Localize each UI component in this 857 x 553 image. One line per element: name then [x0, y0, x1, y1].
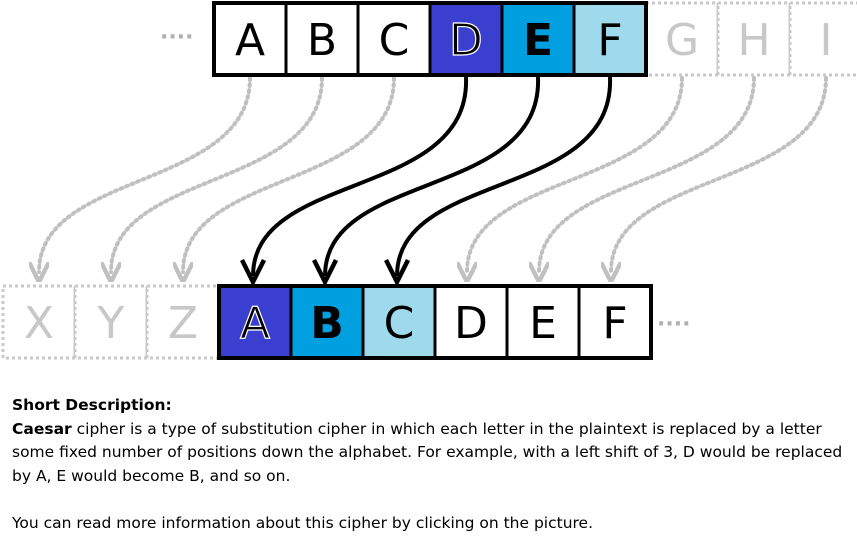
top-cell-c: C: [356, 1, 432, 77]
description-heading: Short Description:: [12, 396, 172, 414]
shift-arrow: [251, 76, 469, 277]
top-letter-g: G: [665, 15, 699, 66]
faded-arrow: [183, 76, 396, 272]
bottom-letter-b: B: [310, 298, 344, 349]
faded-arrow: [467, 76, 684, 272]
top-letter-b: B: [307, 15, 337, 66]
bottom-letter-c: C: [384, 298, 415, 349]
top-cell-e: E: [500, 1, 576, 77]
top-letter-c: C: [379, 15, 410, 66]
top-letter-h: H: [737, 15, 770, 66]
top-letter-i: I: [820, 15, 833, 66]
faded-arrow: [539, 76, 756, 272]
top-cell-h: H: [716, 1, 792, 77]
top-letter-d: D: [449, 15, 483, 66]
bottom-cell-z: Z: [145, 284, 221, 360]
shift-arrows: [239, 76, 613, 288]
bottom-letter-d: D: [454, 298, 488, 349]
top-cell-g: G: [644, 1, 720, 77]
bottom-cell-c: C: [361, 284, 437, 360]
shift-arrow: [395, 76, 613, 277]
read-more-text: You can read more information about this…: [12, 513, 594, 532]
top-cell-d: D: [428, 1, 504, 77]
bottom-letter-a: A: [240, 298, 270, 349]
bottom-cell-e: E: [505, 284, 581, 360]
top-letter-a: A: [235, 15, 265, 66]
bottom-cell-d: D: [433, 284, 509, 360]
bottom-letter-e: E: [529, 298, 557, 349]
bottom-cell-x: X: [1, 284, 77, 360]
bottom-ellipsis: ····: [657, 312, 690, 337]
faded-shift-arrows: [39, 76, 828, 272]
shift-arrow: [323, 76, 541, 277]
top-cell-i: I: [788, 1, 857, 77]
bottom-letter-y: Y: [97, 298, 125, 349]
faded-arrow: [611, 76, 828, 272]
description-panel: Short Description: Caesar cipher is a ty…: [12, 394, 847, 535]
top-cell-b: B: [284, 1, 360, 77]
bottom-letter-x: X: [24, 298, 54, 349]
bottom-cell-b: B: [289, 284, 365, 360]
top-cell-a: A: [212, 1, 288, 77]
bottom-cell-f: F: [577, 284, 653, 360]
top-cell-f: F: [572, 1, 648, 77]
faded-arrow: [111, 76, 324, 272]
shift-arrowhead: [239, 258, 267, 288]
faded-arrow: [39, 76, 252, 272]
top-letter-e: E: [523, 15, 553, 66]
top-letter-f: F: [597, 15, 622, 66]
bottom-letter-z: Z: [168, 298, 198, 349]
bottom-cell-y: Y: [73, 284, 149, 360]
top-ellipsis: ····: [160, 25, 193, 50]
bottom-cell-a: A: [217, 284, 293, 360]
cipher-term: Caesar: [12, 419, 72, 438]
description-text: Caesar cipher is a type of substitution …: [12, 418, 847, 489]
shift-arrowhead: [383, 258, 411, 288]
shift-arrowhead: [311, 258, 339, 288]
description-body: cipher is a type of substitution cipher …: [12, 419, 843, 485]
bottom-letter-f: F: [602, 298, 627, 349]
